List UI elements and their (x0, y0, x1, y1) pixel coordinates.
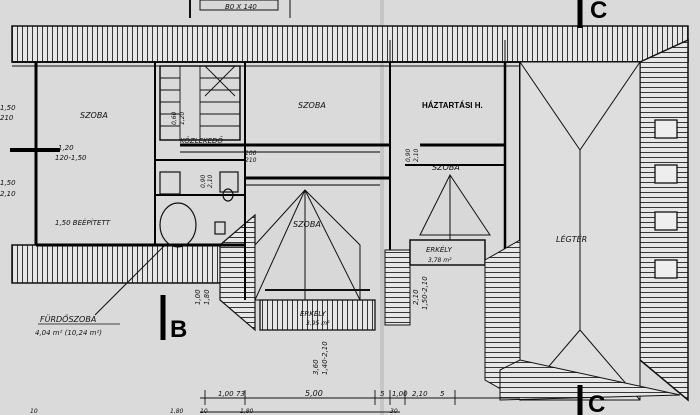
room-label-furdoszoba: FÜRDŐSZOBA (40, 314, 96, 324)
section-letter-c-top: C (590, 0, 607, 24)
section-marker-b: B (160, 295, 187, 343)
balcony-roof-2 (384, 174, 521, 401)
section-letter-c-bottom: C (588, 391, 605, 415)
bathroom-fixtures (159, 171, 239, 248)
room-area-furdoszoba: 4,04 m² (10,24 m²) (35, 329, 102, 337)
dim-bottom-9: 1,80 (170, 408, 184, 415)
dim-bottom-10: 10 (200, 408, 208, 415)
dim-door-b: 210 (245, 157, 257, 164)
section-letter-b: B (170, 316, 187, 343)
dim-bottom-3: 5,00 (305, 389, 323, 398)
roof-band-bottom-left (11, 213, 256, 332)
bottom-dimension-chain (200, 390, 520, 413)
dim-balcony-2-b: 1,50-2,10 (421, 276, 429, 310)
dim-wc-a: 0,60 (171, 111, 178, 125)
dim-mid-b: 2,10 (413, 148, 420, 162)
balcony-roof-1 (254, 189, 376, 331)
room-label-erkely-2: ERKÉLY (426, 245, 453, 254)
room-label-szoba-2: SZOBA (298, 101, 326, 110)
furdoszoba-callout: FÜRDŐSZOBA 4,04 m² (10,24 m²) (35, 244, 166, 337)
dim-left-low-2: 2,10 (0, 190, 16, 198)
room-area-erkely-1: 3,95 m² (306, 320, 330, 327)
dim-mid-a: 0,90 (405, 148, 412, 162)
dim-bottom-6: 2,10 (412, 390, 428, 398)
top-beam-label: B0 X 140 (225, 3, 257, 11)
room-label-szoba-1: SZOBA (80, 111, 108, 120)
dim-balcony-1-b: 1,40-2,10 (321, 341, 329, 375)
dim-bottom-5: 5 (380, 390, 385, 398)
roof-band-right: 30 X 140 / 110 (634, 38, 689, 402)
dim-left-mid-1: 1,20 (58, 144, 74, 152)
dim-left-top-1: 1,50 (0, 104, 16, 112)
dim-wc-b: 1,20 (179, 111, 186, 125)
dim-left-mid-2: 120-1,50 (55, 154, 87, 162)
room-label-erkely-1: ERKÉLY (300, 309, 327, 318)
dim-bottom-11: 1,80 (240, 408, 254, 415)
room-label-szoba-3: SZOBA (432, 163, 460, 172)
section-marker-c-bottom: C (577, 385, 605, 415)
top-beam: B0 X 140 (189, 0, 291, 18)
section-marker-c-top: C (577, 0, 607, 28)
dim-left-low-1: 1,50 (0, 179, 16, 187)
dim-door-d: 2,10 (207, 174, 214, 188)
room-label-kozlekedo: KÖZLEKEDŐ (180, 136, 223, 145)
roof-band-top (11, 25, 689, 67)
top-beam-ticks (389, 40, 506, 62)
dim-bath-b: 1,80 (203, 289, 211, 305)
dim-left-top-2: 210 (0, 114, 14, 122)
legter-roof (499, 61, 681, 401)
dim-bottom-1: 1,00 (218, 390, 234, 398)
dim-bottom-4: 1,00 (392, 390, 408, 398)
dim-bottom-7: 5 (440, 390, 445, 398)
room-area-erkely-2: 3,78 m² (428, 257, 452, 264)
room-label-szoba-4: SZOBA (293, 220, 321, 229)
room-label-legter: LÉGTÉR (556, 233, 587, 244)
corridor-walls (10, 143, 505, 196)
dim-door-a: 100 (245, 150, 257, 157)
room-label-beepitett: 1,50 BEÉPÍTETT (55, 218, 111, 227)
dim-bottom-8: 10 (30, 408, 38, 415)
dim-balcony-1-a: 3,60 (312, 359, 320, 375)
dim-bath-a: 1,00 (194, 289, 202, 305)
dim-bottom-12: 30 (390, 408, 398, 415)
dim-balcony-2-a: 2,10 (412, 289, 420, 305)
room-label-haztartasi: HÁZTARTÁSI H. (422, 101, 483, 110)
paper-fold (380, 0, 384, 415)
dim-door-c: 0,90 (200, 174, 207, 188)
staircase (159, 65, 241, 141)
dim-bottom-2: 73 (236, 390, 245, 398)
